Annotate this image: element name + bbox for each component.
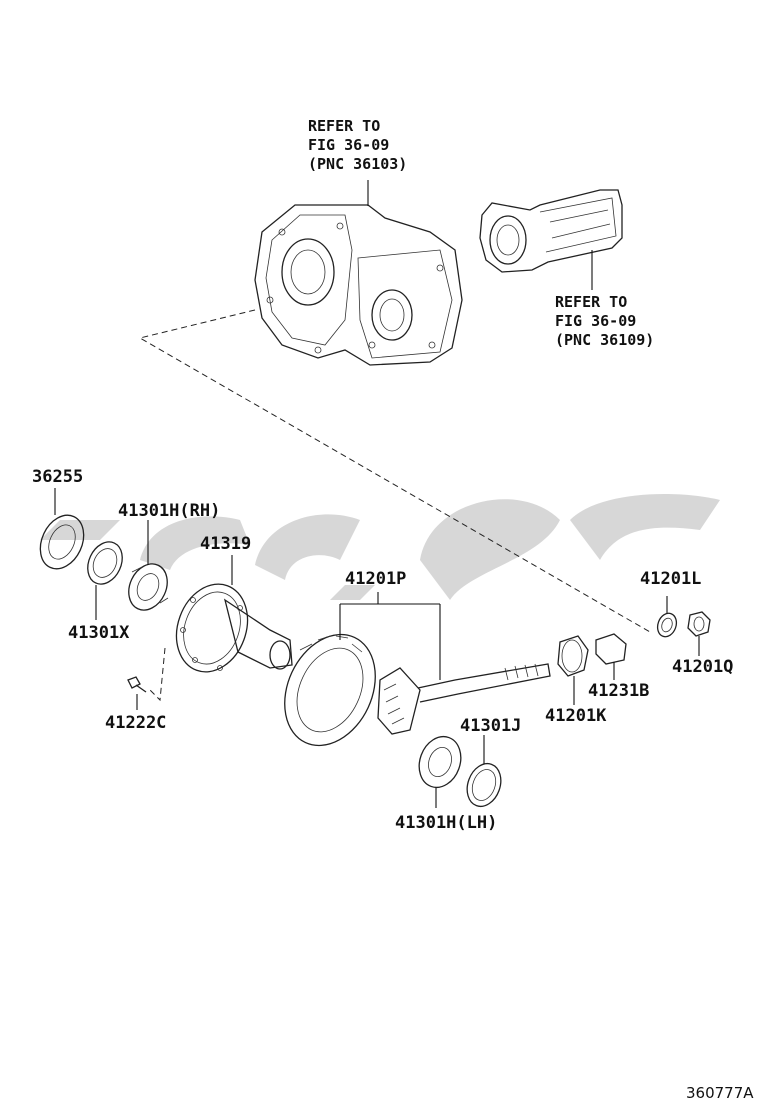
reference-callout-extension-line-3: (PNC 36109) xyxy=(555,331,654,349)
reference-callout-extension-line-2: FIG 36-09 xyxy=(555,312,636,330)
differential-case-41319 xyxy=(175,555,293,673)
part-label-41301H-LH: 41301H(LH) xyxy=(395,813,497,833)
part-label-41201L: 41201L xyxy=(640,569,701,589)
bearing-41301H-LH xyxy=(418,735,462,808)
oil-seal-36255 xyxy=(39,488,85,570)
part-label-41231B: 41231B xyxy=(588,681,649,701)
part-label-41301X: 41301X xyxy=(68,623,130,643)
part-label-41301H-RH: 41301H(RH) xyxy=(118,501,220,521)
spacer-41231B xyxy=(595,633,627,680)
part-label-41301J: 41301J xyxy=(460,716,521,736)
shim-41301X xyxy=(87,541,123,620)
part-label-41319: 41319 xyxy=(200,534,251,554)
figure-code: 360777A xyxy=(686,1084,754,1102)
watermark-logo xyxy=(40,494,720,600)
part-label-41201Q: 41201Q xyxy=(672,657,733,677)
bearing-41301H-RH xyxy=(128,520,169,611)
part-label-36255: 36255 xyxy=(32,467,83,487)
extension-housing xyxy=(479,189,623,290)
reference-callout-housing-line-1: REFER TO xyxy=(308,117,380,135)
alignment-dashed-line xyxy=(138,309,651,633)
washer-41201L xyxy=(656,596,678,638)
bolt-41222C xyxy=(127,676,147,710)
transfer-case-housing xyxy=(254,180,463,366)
shim-41301J xyxy=(466,735,502,808)
bolt-dashed-line xyxy=(149,647,166,702)
part-label-41201P: 41201P xyxy=(345,569,406,589)
reference-callout-housing-line-3: (PNC 36103) xyxy=(308,155,407,173)
nut-41201Q xyxy=(687,611,711,656)
part-label-41201K: 41201K xyxy=(545,706,607,726)
reference-callout-extension-line-1: REFER TO xyxy=(555,293,627,311)
ring-gear-pinion-set-41201P xyxy=(284,592,551,747)
bearing-41201K xyxy=(557,635,589,705)
reference-callout-housing-line-2: FIG 36-09 xyxy=(308,136,389,154)
part-label-41222C: 41222C xyxy=(105,713,166,733)
